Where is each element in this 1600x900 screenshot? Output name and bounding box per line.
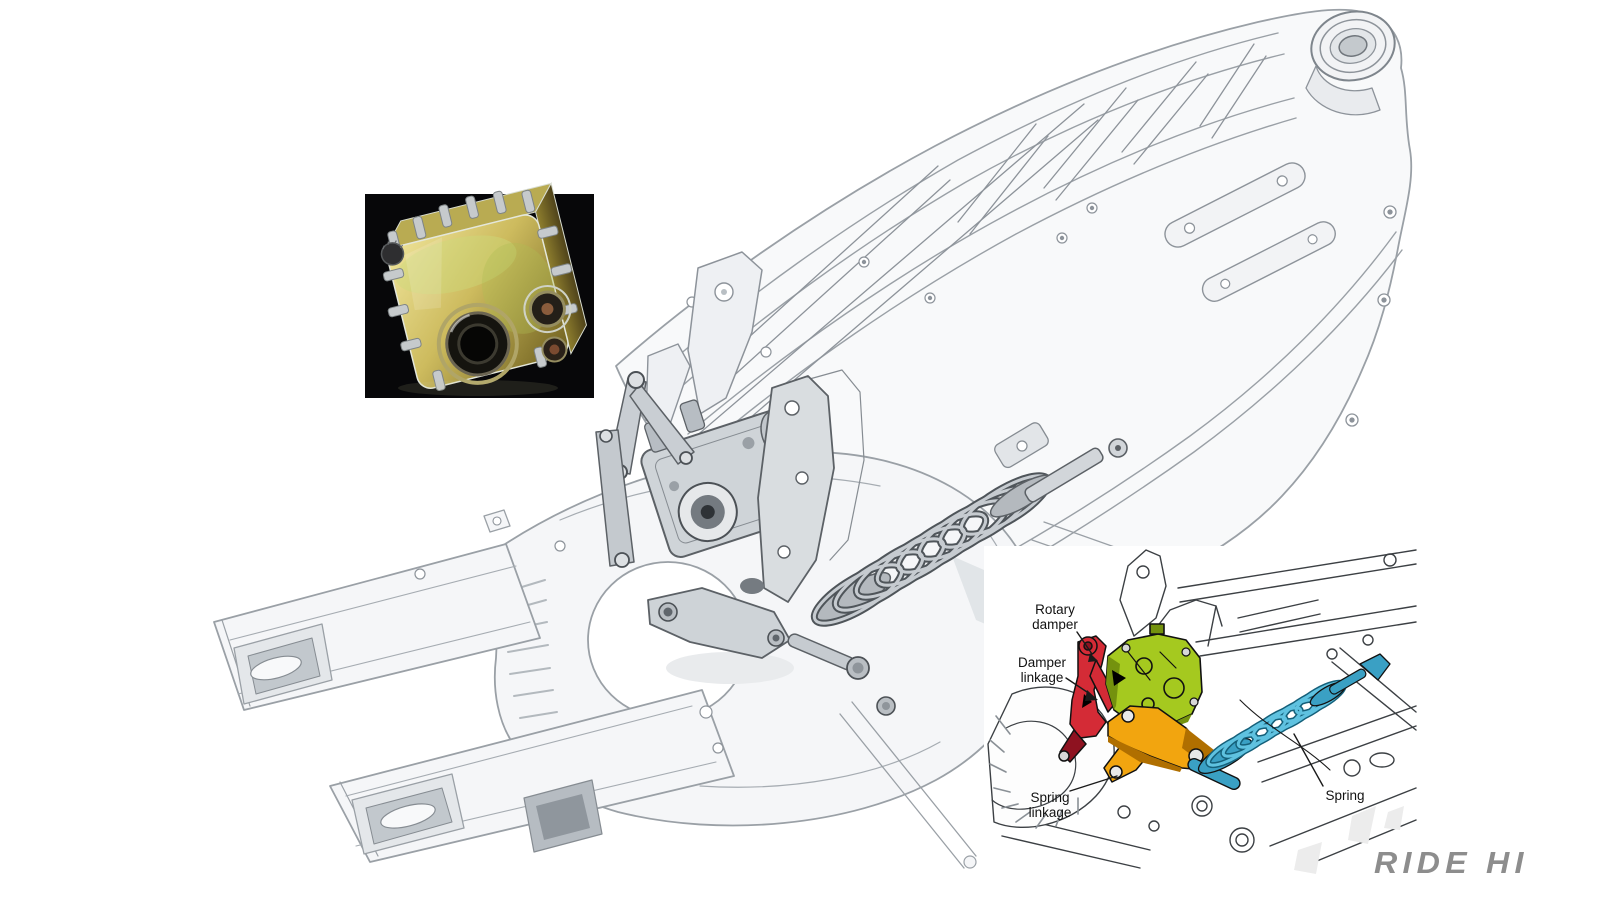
label-damper-linkage: Damper linkage [992, 655, 1092, 685]
spring-part [1187, 653, 1391, 790]
torque-arm [839, 701, 977, 869]
label-rotary-damper: Rotary damper [1005, 602, 1105, 632]
faint-watermark-shapes [1294, 806, 1404, 874]
label-spring-linkage-line2: linkage [1028, 805, 1072, 820]
label-spring-line1: Spring [1325, 788, 1365, 803]
label-leader-lines [1065, 631, 1324, 792]
label-rotary-damper-line1: Rotary [1035, 602, 1075, 617]
damper-linkage-part [1058, 635, 1119, 763]
head-ring [1310, 10, 1396, 82]
frame-edge-lugs [1345, 205, 1397, 427]
label-spring-linkage-line1: Spring [1030, 790, 1070, 805]
frame-bracket-plate-2 [1201, 221, 1336, 302]
tab-hole [492, 516, 502, 526]
label-spring: Spring [1295, 788, 1395, 803]
bracket-hole-center [721, 289, 727, 295]
swingarm-upper-arm [213, 543, 541, 711]
inset-frame-art [1001, 549, 1417, 869]
cable-over-spring [1239, 699, 1331, 771]
mechanism-shadow [666, 652, 794, 684]
frame-front-bracket [687, 251, 763, 415]
damper-photo-inset [365, 182, 594, 398]
ride-hi-logo: RIDE HI [1374, 845, 1529, 880]
black-arrow-damper-linkage [1082, 694, 1092, 708]
transparent-damper-unit [380, 182, 587, 392]
label-rotary-damper-line2: damper [1032, 617, 1078, 632]
label-damper-linkage-line1: Damper [1017, 655, 1066, 670]
rotary-damper-assembly [595, 369, 896, 716]
loop-bolt-1 [554, 540, 566, 552]
swingarm-lower-arm [329, 689, 735, 863]
adjuster-knob [380, 242, 405, 266]
suspension-diagram-inset [984, 546, 1418, 880]
coil-spring-main [810, 422, 1128, 627]
label-damper-linkage-line2: linkage [1020, 670, 1064, 685]
frame-cutaway-illustration [213, 8, 1413, 869]
black-arrow-rotary-damper [1112, 670, 1126, 686]
torque-arm-eye [963, 855, 977, 869]
frame-bracket-plate-1 [1164, 162, 1306, 248]
head-ring-collar [1305, 65, 1381, 116]
photo-reflection [398, 380, 558, 396]
label-spring-linkage: Spring linkage [1000, 790, 1100, 820]
